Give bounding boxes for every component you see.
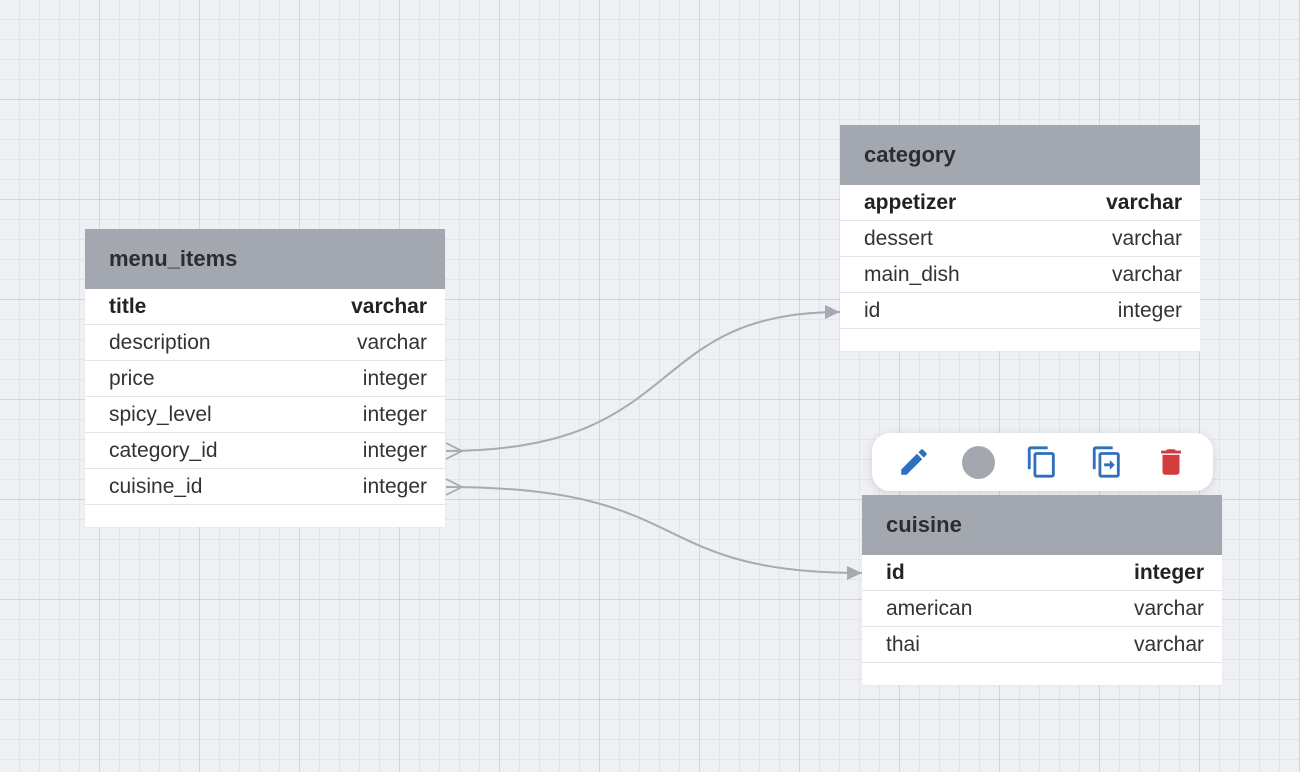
table-title[interactable]: menu_items (85, 229, 445, 289)
table-title[interactable]: category (840, 125, 1200, 185)
field-name: category_id (109, 438, 218, 462)
field-type: integer (362, 402, 427, 426)
field-name: description (109, 330, 211, 354)
crowfoot-category-id (445, 442, 465, 460)
field-row[interactable]: price integer (85, 361, 445, 397)
field-type: varchar (351, 294, 427, 318)
table-menu-items[interactable]: menu_items title varchar description var… (85, 229, 445, 527)
pencil-icon (901, 449, 927, 475)
field-type: integer (1133, 560, 1204, 584)
arrowhead-cuisine-id (847, 566, 862, 580)
table-title[interactable]: cuisine (862, 495, 1222, 555)
table-footer (85, 505, 445, 527)
field-name: id (864, 298, 881, 322)
field-row[interactable]: thai varchar (862, 627, 1222, 663)
field-type: varchar (356, 330, 427, 354)
delete-button[interactable] (1151, 442, 1191, 482)
edit-button[interactable] (894, 442, 934, 482)
color-button[interactable] (958, 442, 998, 482)
field-row[interactable]: dessert varchar (840, 221, 1200, 257)
field-name: id (886, 560, 905, 584)
field-name: dessert (864, 226, 933, 250)
field-type: varchar (1111, 262, 1182, 286)
field-type: varchar (1111, 226, 1182, 250)
field-row[interactable]: appetizer varchar (840, 185, 1200, 221)
field-name: thai (886, 632, 920, 656)
field-name: price (109, 366, 155, 390)
arrowhead-category-id (825, 305, 840, 319)
table-footer (840, 329, 1200, 351)
field-name: appetizer (864, 190, 957, 214)
field-row[interactable]: category_id integer (85, 433, 445, 469)
table-toolbar (872, 433, 1213, 491)
table-footer (862, 663, 1222, 685)
field-name: main_dish (864, 262, 960, 286)
field-row[interactable]: title varchar (85, 289, 445, 325)
field-type: integer (362, 366, 427, 390)
field-row[interactable]: description varchar (85, 325, 445, 361)
field-type: varchar (1106, 190, 1182, 214)
table-category[interactable]: category appetizer varchar dessert varch… (840, 125, 1200, 351)
field-name: cuisine_id (109, 474, 203, 498)
circle-icon (961, 445, 995, 479)
field-type: varchar (1133, 596, 1204, 620)
field-row[interactable]: american varchar (862, 591, 1222, 627)
copy-icon (1028, 446, 1056, 478)
field-name: title (109, 294, 147, 318)
field-row[interactable]: spicy_level integer (85, 397, 445, 433)
field-name: american (886, 596, 973, 620)
duplicate-icon (1092, 446, 1120, 478)
field-type: integer (362, 474, 427, 498)
field-row[interactable]: cuisine_id integer (85, 469, 445, 505)
connector-category (445, 311, 841, 452)
crowfoot-cuisine-id (445, 478, 465, 496)
field-type: varchar (1133, 632, 1204, 656)
field-row[interactable]: id integer (862, 555, 1222, 591)
field-name: spicy_level (109, 402, 212, 426)
field-type: integer (362, 438, 427, 462)
connector-cuisine (445, 486, 863, 574)
duplicate-button[interactable] (1087, 442, 1127, 482)
table-cuisine[interactable]: cuisine id integer american varchar thai… (862, 495, 1222, 685)
trash-icon (1160, 449, 1181, 475)
field-row[interactable]: main_dish varchar (840, 257, 1200, 293)
field-row[interactable]: id integer (840, 293, 1200, 329)
field-type: integer (1117, 298, 1182, 322)
copy-button[interactable] (1022, 442, 1062, 482)
